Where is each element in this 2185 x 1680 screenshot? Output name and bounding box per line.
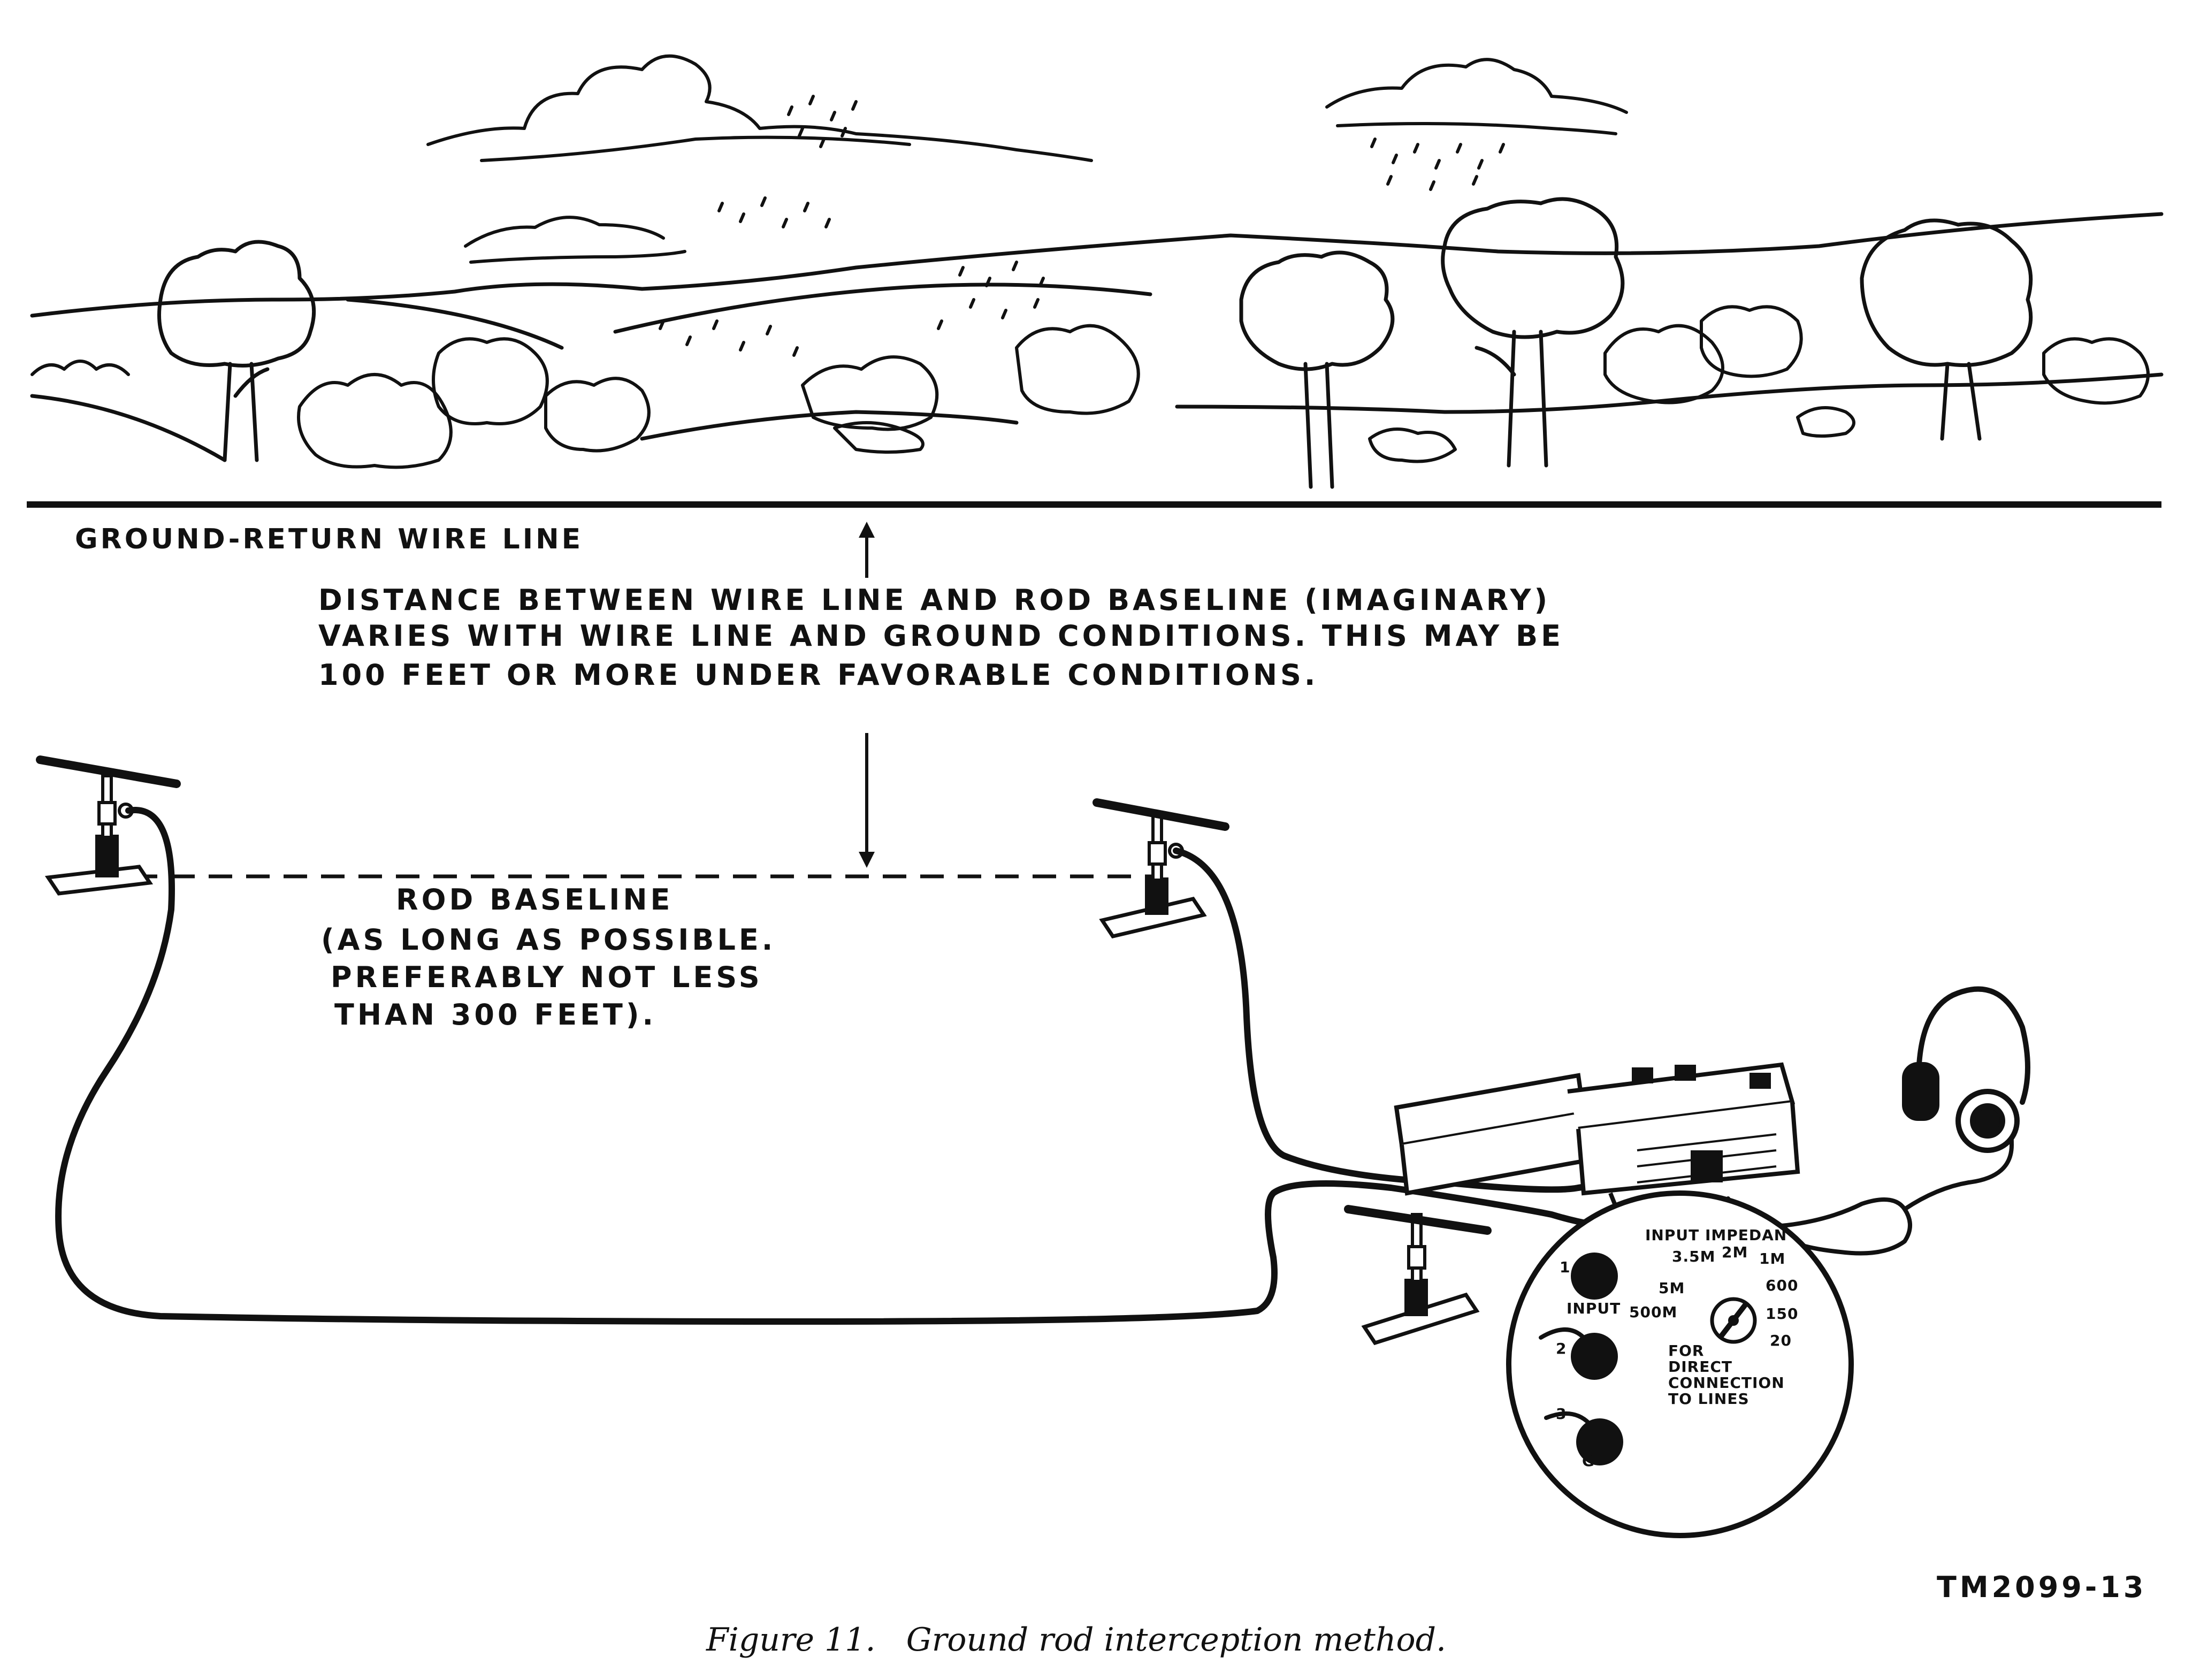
ground-rod-icon [36,755,181,896]
setting-3-5m: 3.5M [1672,1248,1715,1265]
setting-2m: 2M [1722,1243,1748,1261]
cloud-icon [426,54,1093,162]
cloud-icon [1325,58,1628,135]
hills-outline [30,212,2164,462]
tree-icon [1860,218,2033,441]
interception-set-icon [1394,1062,1800,1196]
distance-note-line-1: DISTANCE BETWEEN WIRE LINE AND ROD BASEL… [318,583,1550,617]
panel-title: INPUT IMPEDAN [1645,1226,1787,1244]
setting-5m: 5M [1659,1279,1685,1297]
figure-id: TM2099-13 [1937,1570,2146,1604]
distance-arrow-down [859,733,875,868]
cloud-icon [464,216,686,264]
direct-connection-note-2: DIRECT [1668,1358,1732,1376]
direct-connection-note-3: CONNECTION [1668,1374,1785,1392]
tree-icon [1239,250,1395,489]
baseline-note-line-2: (AS LONG AS POSSIBLE. [321,923,776,957]
distance-arrow-up [859,522,875,578]
baseline-note-line-3: PREFERABLY NOT LESS [331,960,763,994]
distance-note-line-3: 100 FEET OR MORE UNDER FAVORABLE CONDITI… [318,658,1318,692]
tree-icon [1441,197,1625,468]
input-terminal-1 [1571,1253,1618,1300]
terminal-2-label: 2 [1556,1340,1567,1357]
direct-connection-note-1: FOR [1668,1342,1705,1360]
input-terminal-2 [1571,1333,1618,1380]
setting-500m: 500M [1629,1303,1677,1321]
terminal-3-label: 3 [1556,1405,1567,1423]
distance-note-line-2: VARIES WITH WIRE LINE AND GROUND CONDITI… [318,619,1564,653]
ground-terminal-3 [1576,1418,1623,1465]
setting-600: 600 [1766,1277,1798,1294]
input-impedance-panel [1506,1190,1854,1538]
wire-line-label: GROUND-RETURN WIRE LINE [75,523,583,555]
baseline-note-line-4: THAN 300 FEET). [334,998,656,1032]
ground-label: G [1582,1452,1595,1470]
figure-caption: Figure 11. Ground rod interception metho… [706,1621,1446,1659]
terminal-1-label: 1 [1560,1258,1570,1276]
tree-icon [157,240,316,462]
baseline-title: ROD BASELINE [396,883,673,917]
headset-icon [1902,986,2030,1153]
rain-icon [659,95,1505,357]
ground-rod-icon [1344,1205,1492,1346]
direct-connection-note-4: TO LINES [1668,1390,1749,1408]
shrub-icon [30,305,2150,469]
input-label: INPUT [1567,1300,1621,1317]
landscape-illustration [30,54,2164,489]
setting-150: 150 [1766,1305,1798,1323]
setting-20: 20 [1770,1332,1792,1349]
lead-wire-cable [55,806,1672,1325]
setting-1m: 1M [1759,1250,1785,1267]
